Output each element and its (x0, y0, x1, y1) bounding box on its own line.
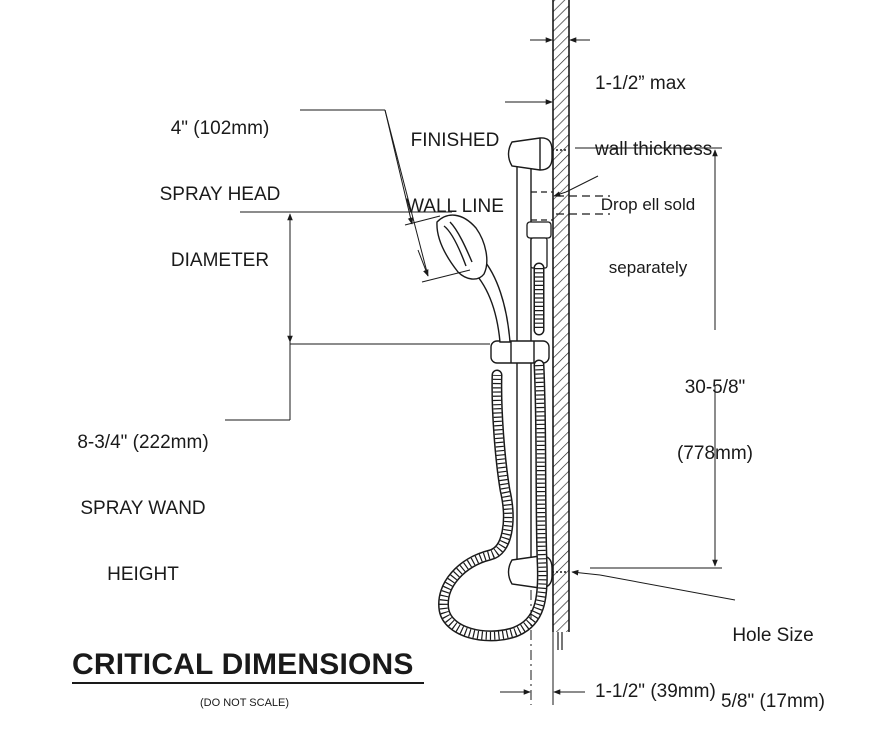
label-wand-height: 8-3/4" (222mm) SPRAY WAND HEIGHT (58, 388, 228, 630)
dim-wand-height (225, 211, 490, 421)
label-wall-thickness-line2: wall thickness (595, 139, 713, 160)
label-finished-wall: FINISHED WALL LINE (400, 86, 510, 262)
label-spray-head: 4" (102mm) SPRAY HEAD DIAMETER (140, 74, 300, 316)
dim-spray-head (300, 109, 471, 283)
label-bar-height-line2: (778mm) (676, 443, 753, 464)
label-wand-height-line3: HEIGHT (107, 564, 179, 585)
hose (438, 262, 548, 642)
label-wand-height-line1: 8-3/4" (222mm) (77, 432, 209, 453)
label-wand-height-line2: SPRAY WAND (80, 498, 206, 519)
leader-hole-size (571, 569, 736, 601)
label-wall-thickness-line1: 1-1/2” max (595, 73, 686, 94)
label-drop-ell-line2: separately (608, 258, 688, 277)
label-finished-wall-line1: FINISHED (410, 130, 500, 151)
title-underline (72, 682, 424, 684)
label-drop-ell: Drop ell sold separately (592, 152, 704, 320)
diagram-title: CRITICAL DIMENSIONS (72, 648, 414, 681)
scale-note: (DO NOT SCALE) (200, 697, 290, 709)
label-spray-head-line3: DIAMETER (170, 250, 270, 271)
label-hole-size-line1: Hole Size (732, 625, 814, 646)
label-projection: 1-1/2" (39mm) (595, 681, 716, 702)
label-drop-ell-line1: Drop ell sold (600, 195, 696, 214)
label-finished-wall-line2: WALL LINE (406, 196, 504, 217)
label-bar-height-line1: 30-5/8" (684, 377, 746, 398)
dim-bar-height (575, 147, 722, 569)
label-hole-size: Hole Size 5/8" (17mm) (712, 581, 834, 729)
hand-shower-wand (436, 214, 511, 343)
leader-drop-ell (553, 175, 599, 197)
dim-projection (500, 590, 585, 705)
label-spray-head-line2: SPRAY HEAD (159, 184, 281, 205)
label-spray-head-line1: 4" (102mm) (170, 118, 270, 139)
finished-wall (552, 0, 570, 650)
label-hole-size-line2: 5/8" (17mm) (721, 691, 825, 712)
label-bar-height: 30-5/8" (778mm) (660, 333, 770, 509)
label-wall-thickness: 1-1/2” max wall thickness (595, 29, 712, 205)
drop-ell (526, 191, 610, 269)
